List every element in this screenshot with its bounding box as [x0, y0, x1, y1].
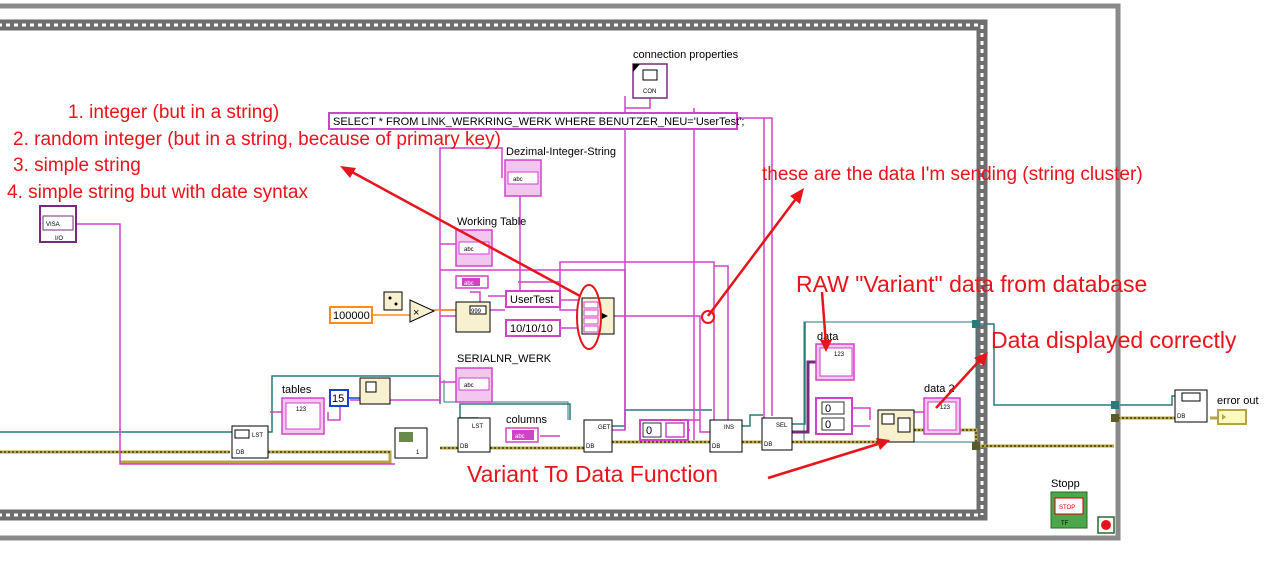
stop-icon-text: STOP [1059, 505, 1075, 511]
string-array-constant[interactable]: abc [455, 275, 489, 289]
ins-icon-text: INS [724, 425, 734, 431]
lst-icon-text: LST [252, 433, 263, 439]
annotation-list-4: 4. simple string but with date syntax [7, 182, 308, 203]
db-icon-text: DB [1177, 414, 1185, 420]
annotation-sending: these are the data I'm sending (string c… [762, 164, 1143, 185]
annotation-arrowheads [340, 166, 988, 450]
bundle-highlight-ellipse [576, 284, 602, 350]
db-icon-text: DB [764, 442, 772, 448]
array-index-0b-text: 0 [825, 403, 831, 415]
annotation-variant-fn: Variant To Data Function [467, 461, 718, 487]
number-15-constant[interactable]: 15 [329, 389, 349, 407]
db-list-columns-function[interactable]: LST DB [457, 417, 491, 453]
usertest-string-constant[interactable]: UserTest [505, 290, 561, 308]
array-constant-2x2[interactable]: 0 0 [815, 397, 853, 435]
db-list-tables-function[interactable]: LST DB [231, 425, 269, 459]
sql-query-constant[interactable]: SELECT * FROM LINK_WERKRING_WERK WHERE B… [328, 112, 744, 130]
db-close-connection-function[interactable]: DB [1174, 389, 1208, 423]
abc-icon-text: abc [464, 247, 474, 253]
stopp-label: Stopp [1051, 478, 1080, 490]
annotation-list-3: 3. simple string [13, 155, 141, 176]
tables-label: tables [282, 384, 312, 396]
data2-label: data 2 [924, 383, 955, 395]
visa-refnum-control[interactable]: VISA I/O [39, 205, 77, 243]
index-array-function[interactable] [359, 377, 391, 405]
db-get-function[interactable]: GET DB [583, 419, 613, 453]
db-icon-text: DB [236, 450, 244, 456]
loop-tunnels [972, 320, 1119, 450]
outer-structure-frame[interactable] [0, 3, 1121, 541]
lst-icon-text: LST [472, 424, 483, 430]
dezimal-integer-string-indicator[interactable]: abc [504, 159, 542, 197]
db-insert-function[interactable]: INS DB [709, 419, 743, 453]
multiply-function[interactable]: × [409, 299, 436, 323]
error-merge-function[interactable]: 1 [394, 427, 428, 459]
working-table-label: Working Table [457, 216, 526, 228]
loop-condition-terminal[interactable] [1097, 516, 1115, 534]
annotation-arrows [351, 170, 981, 480]
bundle-function[interactable] [581, 297, 615, 335]
sql-query-text: SELECT * FROM LINK_WERKRING_WERK WHERE B… [333, 116, 744, 128]
number-15-text: 15 [332, 393, 344, 405]
tf-icon-text: TF [1061, 521, 1069, 527]
io-icon-text: I/O [55, 236, 63, 242]
columns-label: columns [506, 414, 547, 426]
fn1-icon-text: 1 [416, 450, 420, 456]
get-icon-text: GET [598, 425, 611, 431]
number-100000-text: 100000 [333, 310, 370, 322]
db-icon-text: DB [712, 444, 720, 450]
n123-icon-text: 123 [940, 405, 951, 411]
serialnr-werk-indicator[interactable]: abc [455, 367, 493, 403]
dezimal-integer-string-label: Dezimal-Integer-String [506, 146, 616, 158]
serialnr-werk-label: SERIALNR_WERK [457, 353, 552, 365]
array-index-0-text: 0 [646, 425, 652, 437]
con-icon-text: CON [643, 89, 656, 95]
working-table-indicator[interactable]: abc [455, 229, 493, 267]
annotation-list-2: 2. random integer (but in a string, beca… [13, 129, 501, 150]
db-select-function[interactable]: SEL DB [761, 417, 793, 451]
abc-icon-text: abc [464, 281, 474, 287]
annotation-list-1: 1. integer (but in a string) [68, 102, 279, 123]
n999-icon-text: 999 [471, 309, 482, 315]
db-icon-text: DB [586, 444, 594, 450]
tables-indicator[interactable]: 123 [281, 397, 325, 435]
connection-properties-control[interactable]: CON [632, 63, 668, 99]
annotation-displayed: Data displayed correctly [991, 327, 1237, 353]
array-constant-zero[interactable]: 0 [639, 419, 689, 441]
abc-icon-text: abc [464, 383, 474, 389]
random-number-function[interactable] [383, 291, 403, 311]
db-icon-text: DB [460, 444, 468, 450]
variant-to-data-function[interactable] [877, 409, 915, 443]
data-indicator[interactable]: 123 [815, 343, 855, 381]
error-out-label: error out [1217, 395, 1259, 407]
annotation-raw-variant: RAW "Variant" data from database [796, 271, 1147, 297]
sel-icon-text: SEL [776, 423, 788, 429]
stopp-button[interactable]: STOP TF [1050, 491, 1088, 529]
connection-properties-label: connection properties [633, 49, 739, 61]
date-string-constant[interactable]: 10/10/10 [505, 319, 561, 337]
n123-icon-text: 123 [834, 352, 845, 358]
number-to-decimal-string-function[interactable]: 999 [455, 301, 491, 333]
data2-indicator[interactable]: 123 [923, 397, 961, 435]
svg-text:×: × [413, 307, 419, 319]
visa-icon-text: VISA [46, 222, 60, 228]
columns-indicator[interactable]: abc [505, 427, 539, 443]
array-index-0c-text: 0 [825, 419, 831, 431]
while-loop-frame[interactable] [0, 19, 988, 521]
date-text: 10/10/10 [510, 323, 553, 335]
number-100000-constant[interactable]: 100000 [329, 306, 373, 324]
abc-icon-text: abc [513, 177, 523, 183]
usertest-text: UserTest [510, 294, 553, 306]
error-out-indicator[interactable] [1217, 409, 1247, 425]
wire-highlight-circle [701, 310, 715, 324]
abc-icon-text: abc [515, 434, 525, 440]
n123-icon-text: 123 [296, 407, 307, 413]
